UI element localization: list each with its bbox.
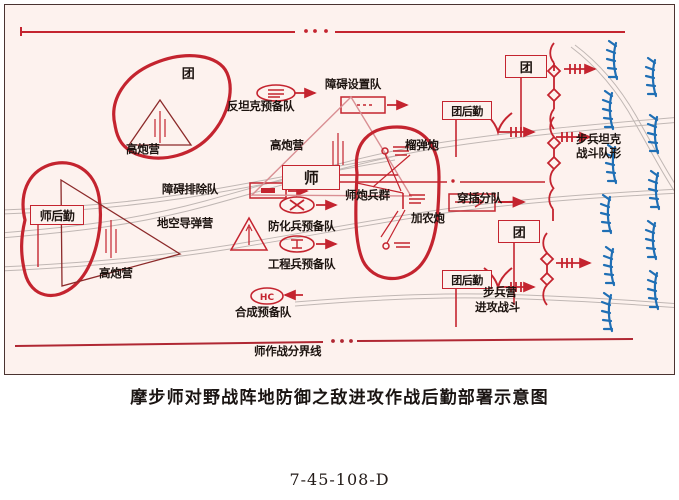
tactical-map-svg: HC (5, 27, 674, 347)
howitzer-label: 榴弹炮 (405, 138, 439, 152)
infiltration-separator (330, 179, 545, 183)
regiment-mid-arrow (556, 257, 592, 269)
division-artillery-encirclement (354, 125, 441, 281)
infiltration-unit-symbol (448, 193, 526, 212)
obstacle-clearing-label: 障碍排除队 (162, 182, 218, 196)
chemical-defense-symbol (279, 196, 338, 214)
infantry-battalion-attack-label-1: 步兵营 (483, 285, 517, 299)
top-boundary-line (20, 27, 625, 36)
front-line-mid (546, 116, 562, 190)
sam-battalion-symbol (229, 216, 269, 251)
division-boundary-label: 师作战分界线 (254, 344, 322, 358)
combined-reserve-label: 合成预备队 (235, 305, 291, 319)
aaa-glyph-top (154, 111, 166, 143)
aaa-battalion-top-label: 高炮营 (126, 142, 160, 156)
regiment-flag-mid: 团 (498, 220, 540, 243)
aaa-battalion-mid-label: 高炮营 (270, 138, 304, 152)
regiment-top-arrow (564, 63, 597, 75)
division-logistics-encirclement (20, 161, 102, 297)
figure-caption-wrap: 摩步师对野战阵地防御之敌进攻作战后勤部署示意图 (0, 383, 679, 408)
regiment-top-ellipse: 团 (175, 62, 201, 82)
aaa-triangle-top (127, 98, 193, 146)
obstacle-emplacement-symbol (340, 96, 409, 114)
enemy-trench-symbols (599, 39, 661, 333)
aaa-battalion-low-label: 高炮营 (99, 266, 133, 280)
infiltration-unit-label: 穿插分队 (457, 191, 502, 205)
chemical-defense-reserve-label: 防化兵预备队 (268, 219, 336, 233)
artillery-leader-lines (356, 153, 411, 244)
cannon-label: 加农炮 (411, 211, 445, 225)
artillery-group-bars (402, 193, 425, 209)
sam-battalion-label: 地空导弹营 (157, 216, 213, 230)
regiment-aaa-encirclement (112, 54, 232, 160)
svg-text:HC: HC (260, 293, 275, 303)
figure-caption: 摩步师对野战阵地防御之敌进攻作战后勤部署示意图 (130, 388, 549, 408)
regiment-logistics-1: 团后勤 (442, 101, 492, 120)
infantry-tank-formation-label-1: 步兵坦克 (576, 132, 621, 146)
regiment-flag-top: 团 (505, 55, 547, 78)
engineer-reserve-symbol (279, 235, 338, 253)
front-line-lowest (548, 188, 554, 221)
division-hq-triangle (250, 95, 413, 197)
engineer-reserve-label: 工程兵预备队 (268, 257, 336, 271)
infantry-tank-arrow (556, 131, 592, 143)
cannon-symbol (382, 242, 410, 250)
front-line-top (546, 42, 562, 130)
combined-reserve-symbol: HC (250, 287, 303, 305)
aaa-glyph-low (105, 220, 117, 258)
anti-tank-reserve-symbol (256, 84, 317, 102)
infantry-battalion-attack-label-2: 进攻战斗 (475, 300, 520, 314)
bottom-boundary-line (14, 338, 634, 347)
anti-tank-reserve-label: 反坦克预备队 (227, 99, 295, 113)
division-logistics: 师后勤 (30, 205, 84, 225)
infantry-tank-formation-label-2: 战斗队形 (576, 146, 621, 160)
aaa-triangle-low (60, 178, 182, 287)
division-aaa-glyph-mid (332, 133, 344, 171)
figure-number: 7-45-108-D (289, 470, 390, 489)
obstacle-emplacement-label: 障碍设置队 (325, 77, 381, 91)
division-hq-box: 师 (282, 165, 340, 190)
regiment-logistics-2: 团后勤 (442, 270, 492, 289)
tactical-map-frame: HC (4, 4, 675, 375)
division-artillery-group-label: 师炮兵群 (345, 188, 390, 202)
front-line-low (539, 232, 555, 306)
